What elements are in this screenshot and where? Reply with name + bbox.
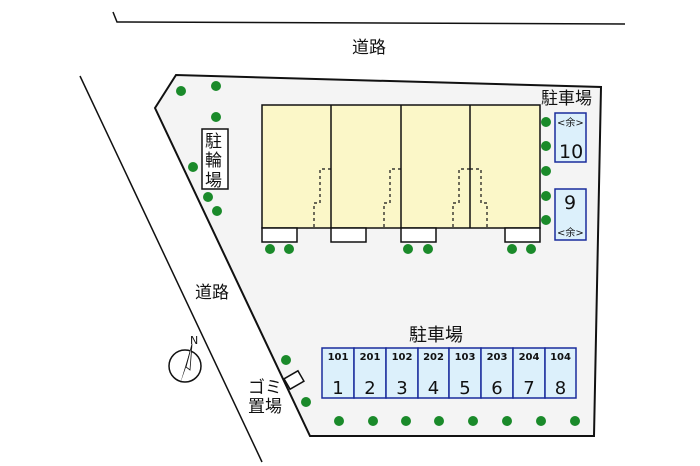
parking-space	[448, 347, 482, 399]
parking-unit-label: 102	[392, 352, 413, 363]
top-road-edge	[112, 11, 626, 25]
svg-text:10: 10	[559, 141, 583, 163]
svg-text:9: 9	[564, 192, 576, 214]
tree-icon	[570, 416, 580, 426]
parking-space-number: 3	[396, 378, 407, 399]
garbage-area: ゴミ 置場	[248, 369, 305, 417]
parking-unit-label: 201	[360, 352, 381, 363]
tree-icon	[541, 166, 551, 176]
parking-space-number: 1	[332, 378, 343, 399]
parking-space-number: 7	[523, 378, 534, 399]
bicycle-parking: 駐 輪 場	[201, 128, 229, 191]
tree-icon	[541, 215, 551, 225]
left-road-label: 道路	[195, 283, 229, 303]
svg-text:ゴミ: ゴミ	[248, 377, 282, 398]
svg-text:置場: 置場	[248, 397, 282, 417]
svg-text:駐: 駐	[205, 132, 222, 152]
parking-right: 駐車場 <余> 10 9 <余>	[541, 89, 592, 241]
left-road-edge	[79, 75, 263, 463]
tree-icon	[211, 112, 221, 122]
tree-icon	[434, 416, 444, 426]
top-road-label: 道路	[352, 38, 386, 58]
parking-unit-label: 103	[455, 352, 476, 363]
tree-icon	[188, 162, 198, 172]
tree-icon	[281, 355, 291, 365]
parking-space-number: 5	[459, 378, 470, 399]
parking-space-number: 6	[491, 378, 502, 399]
tree-icon	[301, 397, 311, 407]
tree-icon	[212, 206, 222, 216]
building	[261, 104, 541, 243]
parking-space-9	[554, 188, 587, 241]
tree-icon	[401, 416, 411, 426]
tree-icon	[541, 191, 551, 201]
parking-space-10	[554, 112, 587, 163]
svg-text:場: 場	[205, 171, 222, 191]
svg-text:N: N	[190, 334, 198, 347]
parking-space-number: 8	[555, 378, 566, 399]
svg-text:輪: 輪	[205, 151, 222, 171]
tree-icon	[176, 86, 186, 96]
tree-icon	[536, 416, 546, 426]
parking-space	[321, 347, 355, 399]
tree-icon	[423, 244, 433, 254]
svg-text:<余>: <余>	[557, 226, 584, 239]
compass-icon: N	[168, 334, 202, 384]
tree-icon	[541, 117, 551, 127]
tree-icon	[368, 416, 378, 426]
tree-icon	[507, 244, 517, 254]
tree-icon	[265, 244, 275, 254]
parking-space	[417, 347, 450, 399]
tree-icon	[284, 244, 294, 254]
tree-icon	[334, 416, 344, 426]
tree-icon	[403, 244, 413, 254]
tree-icon	[211, 81, 221, 91]
parking-space	[480, 347, 514, 399]
parking-unit-label: 104	[550, 352, 571, 363]
parking-unit-label: 204	[519, 352, 540, 363]
tree-icon	[541, 141, 551, 151]
tree-icon	[526, 244, 536, 254]
parking-unit-label: 202	[423, 352, 444, 363]
parking-bottom-label: 駐車場	[409, 325, 463, 346]
parking-space-number: 2	[364, 378, 375, 399]
tree-icon	[468, 416, 478, 426]
tree-icon	[502, 416, 512, 426]
parking-space	[353, 347, 387, 399]
parking-space	[512, 347, 546, 399]
parking-bottom: 101 1 201 2 102 3 202 4 103 5 203 6 204 7 104 8	[321, 347, 577, 399]
parking-space-number: 4	[428, 378, 439, 399]
parking-unit-label: 203	[487, 352, 508, 363]
tree-icon	[203, 192, 213, 202]
trees	[176, 81, 580, 426]
svg-text:駐車場: 駐車場	[541, 89, 592, 109]
parking-unit-label: 101	[328, 352, 349, 363]
parking-space	[544, 347, 577, 399]
svg-text:<余>: <余>	[557, 116, 584, 129]
parking-space	[385, 347, 419, 399]
